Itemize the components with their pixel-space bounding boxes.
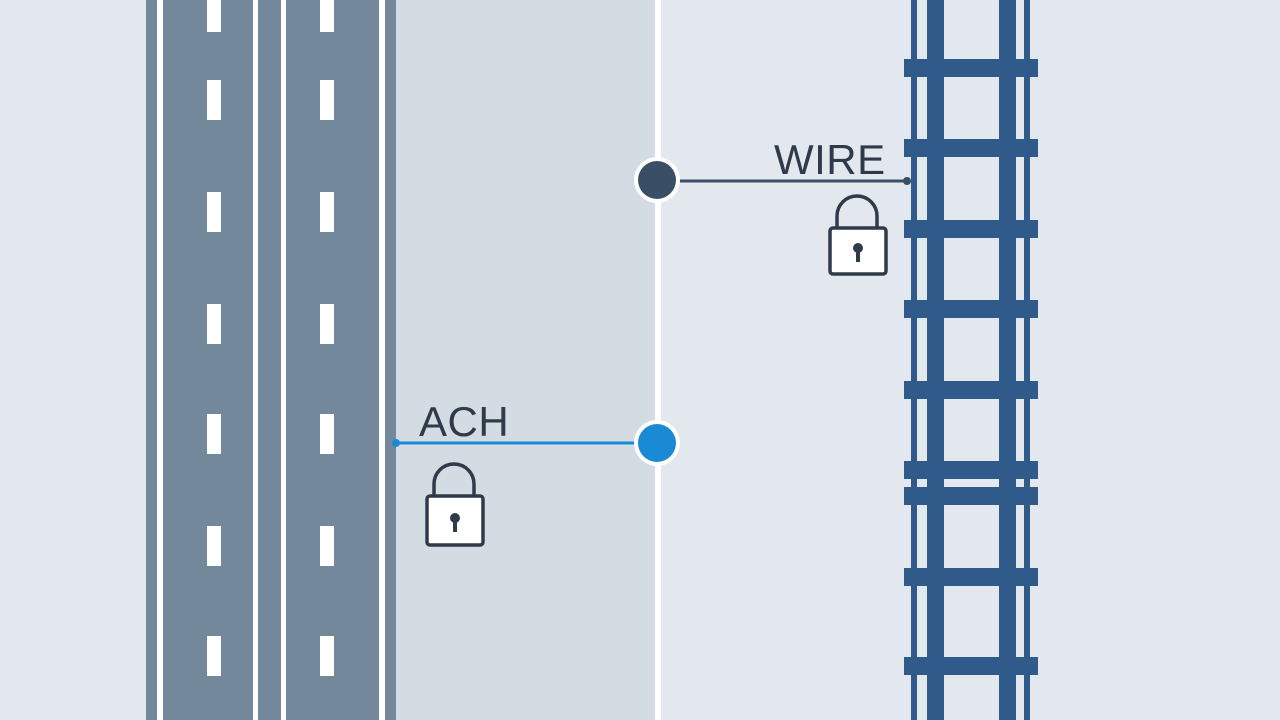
lane-dash [207, 526, 221, 566]
wire-connector [634, 157, 911, 203]
highway-divider-line-right [281, 0, 286, 720]
lane-dash [207, 192, 221, 232]
padlock-icon [828, 194, 888, 276]
rail-tie [904, 461, 1038, 479]
lane-dash [207, 80, 221, 120]
wire-label: WIRE [774, 136, 886, 183]
lane-dash [320, 80, 334, 120]
lane-dash [320, 304, 334, 344]
lane-dash [207, 414, 221, 454]
rail-tie [904, 139, 1038, 157]
rail-tie [904, 59, 1038, 77]
highway [146, 0, 396, 720]
railway [904, 0, 1038, 720]
ach-node-inner [638, 424, 676, 462]
lane-dash [320, 414, 334, 454]
lane-dash [320, 0, 334, 32]
rail-tie [904, 220, 1038, 238]
ach-label: ACH [419, 398, 509, 445]
highway-divider-line-left [253, 0, 258, 720]
ach-connector [392, 420, 680, 466]
ach-connector-end-dot [392, 439, 400, 447]
rail-tie [904, 487, 1038, 505]
lane-dash [320, 526, 334, 566]
center-divider-line [655, 0, 661, 720]
lane-dash [320, 192, 334, 232]
highway-edge-line-left [157, 0, 163, 720]
middle-panel [396, 0, 658, 720]
rail-tie [904, 300, 1038, 318]
rail-tie [904, 568, 1038, 586]
highway-surface [146, 0, 396, 720]
rail-outer-left [911, 0, 917, 720]
lane-dash [207, 636, 221, 676]
wire-connector-end-dot [903, 177, 911, 185]
lane-dash [207, 304, 221, 344]
rail-inner-left [927, 0, 944, 720]
rail-tie [904, 381, 1038, 399]
rail-outer-right [1024, 0, 1030, 720]
lane-dash [320, 636, 334, 676]
rail-inner-right [999, 0, 1016, 720]
lane-dashes [207, 0, 334, 676]
highway-edge-line-right [379, 0, 385, 720]
wire-node-inner [638, 161, 676, 199]
padlock-icon [425, 462, 485, 547]
lane-dash [207, 0, 221, 32]
rail-tie [904, 657, 1038, 675]
